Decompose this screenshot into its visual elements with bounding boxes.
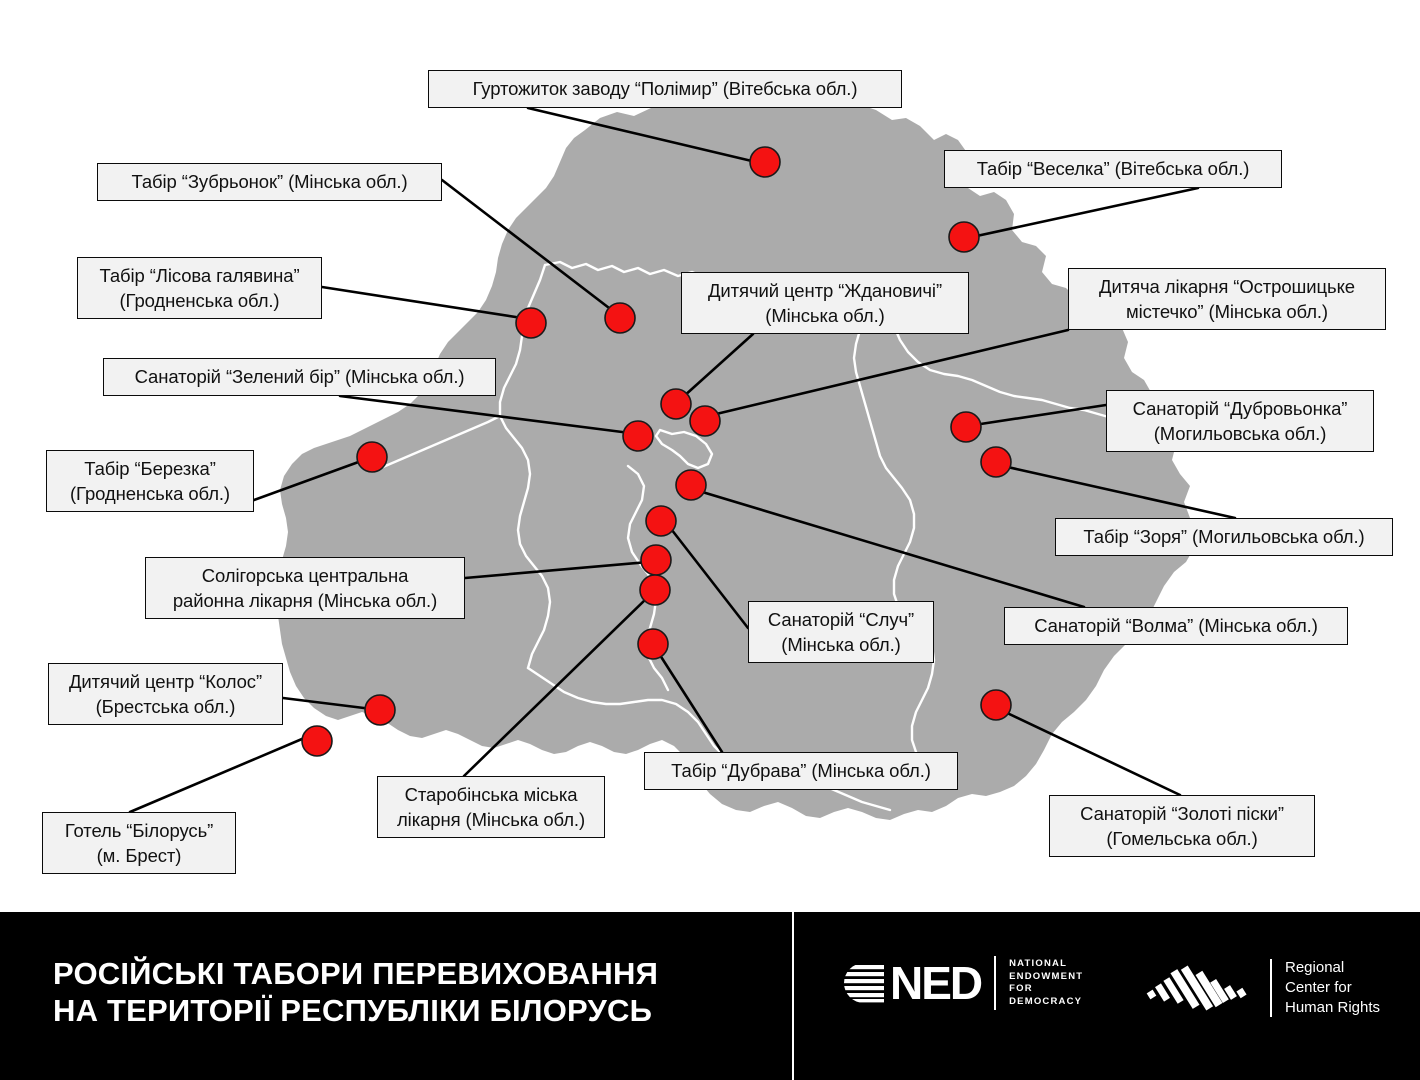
callout-label: Санаторій “Зелений бір” (Мінська обл.) xyxy=(134,366,465,387)
callout-label: Гуртожиток заводу “Полімир” (Вітебська о… xyxy=(472,78,858,99)
leader-line-tabir-veselka xyxy=(970,186,1200,239)
border-vitebsk-mogilev xyxy=(872,300,1114,420)
leader-line-dytyachyi-tsentr-kolos xyxy=(281,696,374,711)
map-marker-starobinska-miska-likarnya[interactable] xyxy=(639,574,671,606)
bottom-banner xyxy=(0,912,1420,1080)
belarus-map-svg xyxy=(128,82,1237,820)
callout-sanatorii-dubrovonka[interactable]: Санаторій “Дубровьонка” (Могильовська об… xyxy=(1106,390,1374,452)
border-minsk-mogilev xyxy=(852,300,928,634)
belarus-landmass xyxy=(276,82,1198,820)
map-marker-sanatorii-zelenyi-bir[interactable] xyxy=(622,420,654,452)
border-minsk-river-detail xyxy=(654,428,714,470)
map-area: Гуртожиток заводу “Полімир” (Вітебська о… xyxy=(42,70,1393,874)
callout-tabir-veselka[interactable]: Табір “Веселка” (Вітебська обл.) xyxy=(944,150,1282,188)
map-marker-tabir-berezka[interactable] xyxy=(356,441,388,473)
callout-label: Табір “Веселка” (Вітебська обл.) xyxy=(976,158,1250,179)
leader-line-tabir-zubrionok xyxy=(440,178,615,313)
callout-tabir-dubrava[interactable]: Табір “Дубрава” (Мінська обл.) xyxy=(644,752,958,790)
callout-starobinska-miska-likarnya[interactable]: Старобінська міська лікарня (Мінська обл… xyxy=(377,776,605,838)
leader-line-tabir-zorya xyxy=(1001,464,1237,520)
map-marker-dytyacha-likarnya-ostroshytske-mistechko[interactable] xyxy=(689,405,721,437)
callout-label: Санаторій “Волма” (Мінська обл.) xyxy=(1034,615,1318,636)
callout-label: Дитячий центр “Колос” (Брестська обл.) xyxy=(68,671,263,717)
logos-area: NED NATIONAL ENDOWMENT FOR DEMOCRACY xyxy=(820,912,1420,1080)
ned-subtitle: NATIONAL ENDOWMENT FOR DEMOCRACY xyxy=(1009,958,1084,1007)
leader-line-hurtozhytok-polimir xyxy=(526,106,758,164)
callout-tabir-lisova-halyavyna[interactable]: Табір “Лісова галявина” (Гродненська обл… xyxy=(77,257,322,319)
callout-sanatorii-volma[interactable]: Санаторій “Волма” (Мінська обл.) xyxy=(1004,607,1348,645)
callout-dytyachyi-tsentr-zhdanovychi[interactable]: Дитячий центр “Ждановичі” (Мінська обл.) xyxy=(681,272,969,334)
map-marker-dytyachyi-tsentr-kolos[interactable] xyxy=(364,694,396,726)
callout-hurtozhytok-polimir[interactable]: Гуртожиток заводу “Полімир” (Вітебська о… xyxy=(428,70,902,108)
belarus-land-shape xyxy=(276,82,1198,820)
map-marker-hurtozhytok-polimir[interactable] xyxy=(749,146,781,178)
callout-dytyacha-likarnya-ostroshytske-mistechko[interactable]: Дитяча лікарня “Острошицьке містечко” (М… xyxy=(1068,268,1386,330)
callout-label: Санаторій “Золоті піски” (Гомельська обл… xyxy=(1080,803,1284,849)
leader-line-solihorska-tsentralna-likarnya xyxy=(463,560,650,580)
callout-label: Санаторій “Дубровьонка” (Могильовська об… xyxy=(1132,398,1348,444)
map-marker-sanatorii-sluch[interactable] xyxy=(645,505,677,537)
map-marker-tabir-zubrionok[interactable] xyxy=(604,302,636,334)
callout-hotel-bilorus[interactable]: Готель “Білорусь” (м. Брест) xyxy=(42,812,236,874)
ned-wordmark: NED xyxy=(890,957,983,1009)
leader-line-tabir-berezka xyxy=(252,458,366,502)
rchr-logo: Regional Center for Human Rights xyxy=(1145,958,1380,1018)
callout-sanatorii-zelenyi-bir[interactable]: Санаторій “Зелений бір” (Мінська обл.) xyxy=(103,358,496,396)
callout-label: Готель “Білорусь” (м. Брест) xyxy=(64,820,214,866)
leader-line-tabir-dubrava xyxy=(656,650,724,754)
ned-logo-separator xyxy=(994,956,997,1010)
map-marker-tabir-lisova-halyavyna[interactable] xyxy=(515,307,547,339)
ned-globe-icon xyxy=(844,965,884,1003)
map-marker-sanatorii-dubrovonka[interactable] xyxy=(950,411,982,443)
leader-line-sanatorii-zoloti-pisky xyxy=(1001,709,1182,797)
banner-divider xyxy=(792,912,794,1080)
map-marker-sanatorii-zoloti-pisky[interactable] xyxy=(980,689,1012,721)
leader-line-dytyacha-likarnya-ostroshytske-mistechko xyxy=(710,328,1070,417)
callout-label: Табір “Лісова галявина” (Гродненська обл… xyxy=(99,265,300,311)
callout-label: Старобінська міська лікарня (Мінська обл… xyxy=(396,784,586,830)
leader-line-tabir-lisova-halyavyna xyxy=(320,285,524,320)
map-marker-dytyachyi-tsentr-zhdanovychi[interactable] xyxy=(660,388,692,420)
ned-logo: NED NATIONAL ENDOWMENT FOR DEMOCRACY xyxy=(840,956,1083,1010)
leader-line-sanatorii-zelenyi-bir xyxy=(338,394,632,435)
border-grodno-minsk xyxy=(498,263,552,670)
leader-line-hotel-bilorus xyxy=(128,734,311,814)
callout-tabir-berezka[interactable]: Табір “Березка” (Гродненська обл.) xyxy=(46,450,254,512)
leader-lines xyxy=(128,106,1237,814)
callout-label: Дитячий центр “Ждановичі” (Мінська обл.) xyxy=(708,280,942,326)
callout-label: Солігорська центральна районна лікарня (… xyxy=(172,565,438,611)
banner-title: РОСІЙСЬКІ ТАБОРИ ПЕРЕВИХОВАННЯ НА ТЕРИТО… xyxy=(53,956,659,1028)
leader-line-sanatorii-volma xyxy=(697,489,1086,609)
callout-dytyachyi-tsentr-kolos[interactable]: Дитячий центр “Колос” (Брестська обл.) xyxy=(48,663,283,725)
callout-tabir-zubrionok[interactable]: Табір “Зубрьонок” (Мінська обл.) xyxy=(97,163,442,201)
callout-label: Дитяча лікарня “Острошицьке містечко” (М… xyxy=(1099,276,1355,322)
callout-label: Табір “Зоря” (Могильовська обл.) xyxy=(1083,526,1365,547)
callout-tabir-zorya[interactable]: Табір “Зоря” (Могильовська обл.) xyxy=(1055,518,1393,556)
map-marker-tabir-dubrava[interactable] xyxy=(637,628,669,660)
rchr-name: Regional Center for Human Rights xyxy=(1285,959,1381,1016)
callout-label: Табір “Зубрьонок” (Мінська обл.) xyxy=(131,171,408,192)
map-marker-solihorska-tsentralna-likarnya[interactable] xyxy=(640,544,672,576)
map-marker-sanatorii-volma[interactable] xyxy=(675,469,707,501)
callout-label: Санаторій “Случ” (Мінська обл.) xyxy=(767,609,915,655)
callout-label: Табір “Березка” (Гродненська обл.) xyxy=(70,458,230,504)
leader-line-starobinska-miska-likarnya xyxy=(462,595,650,778)
leader-line-sanatorii-sluch xyxy=(666,523,750,630)
callout-solihorska-tsentralna-likarnya[interactable]: Солігорська центральна районна лікарня (… xyxy=(145,557,465,619)
location-markers xyxy=(301,146,1012,757)
leader-line-sanatorii-dubrovonka xyxy=(972,403,1108,427)
map-marker-tabir-zorya[interactable] xyxy=(980,446,1012,478)
leader-line-dytyachyi-tsentr-zhdanovychi xyxy=(681,332,755,399)
callout-sanatorii-sluch[interactable]: Санаторій “Случ” (Мінська обл.) xyxy=(748,601,934,663)
map-marker-tabir-veselka[interactable] xyxy=(948,221,980,253)
rchr-logo-separator xyxy=(1270,959,1272,1017)
map-marker-hotel-bilorus[interactable] xyxy=(301,725,333,757)
rchr-slash-mark-icon xyxy=(1146,965,1247,1011)
callout-sanatorii-zoloti-pisky[interactable]: Санаторій “Золоті піски” (Гомельська обл… xyxy=(1049,795,1315,857)
border-grodno-brest xyxy=(374,414,502,472)
callout-label: Табір “Дубрава” (Мінська обл.) xyxy=(671,760,931,781)
